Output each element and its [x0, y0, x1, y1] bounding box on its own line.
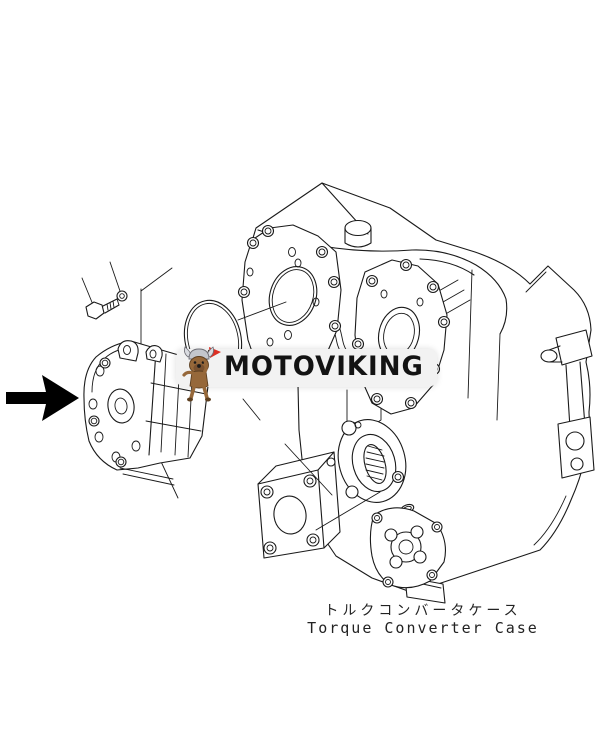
- washer-drawing: [116, 290, 128, 302]
- side-bracket-drawing: [557, 416, 595, 479]
- watermark-band: [176, 349, 437, 387]
- side-block-drawing: [540, 329, 593, 429]
- mounting-bolt-drawing: [85, 298, 120, 320]
- top-boss-drawing: [344, 219, 372, 248]
- splined-hub-drawing: [337, 419, 415, 515]
- part-indicator-arrow-icon: [6, 375, 79, 421]
- lower-pump-drawing: [369, 507, 446, 589]
- caption-english: Torque Converter Case: [307, 619, 539, 637]
- viking-mascot-icon: [182, 346, 221, 402]
- watermark-text: MOTOVIKING: [224, 351, 424, 383]
- caption-japanese: トルクコンバータケース: [324, 603, 522, 619]
- flange-block-drawing: [257, 451, 341, 559]
